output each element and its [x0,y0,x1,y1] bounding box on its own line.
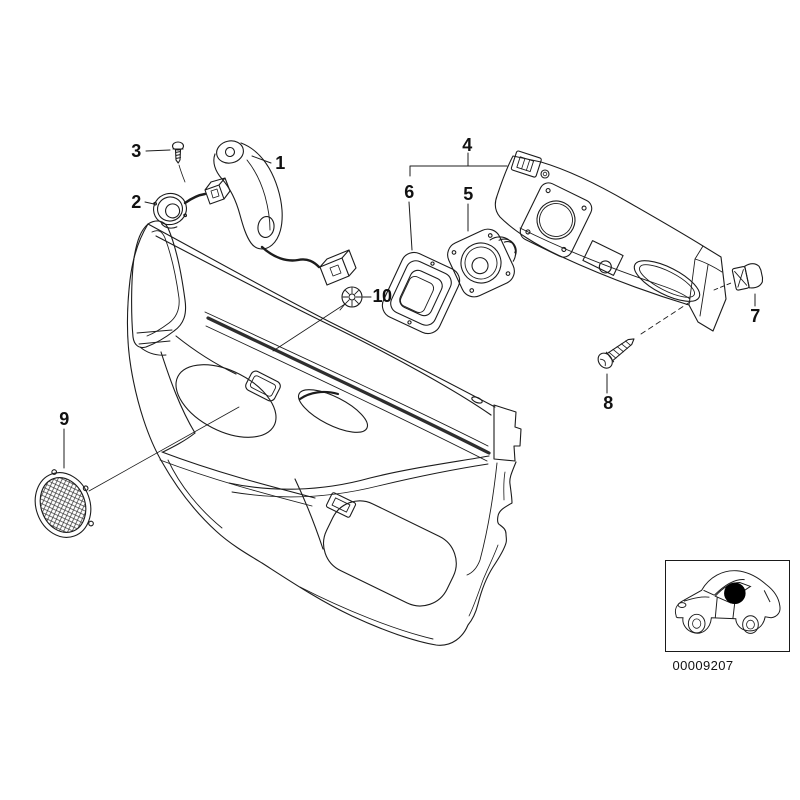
midrange-speaker-drawing [447,228,517,298]
mirror-triangle-drawing [131,220,187,356]
callout-8[interactable]: 8 [603,393,613,413]
callout-3[interactable]: 3 [131,141,141,161]
speaker-housing-drawing [494,150,727,332]
gasket-frame-drawing [381,251,461,335]
expansion-clip-drawing [731,263,764,291]
callout-9[interactable]: 9 [59,409,69,429]
callout-6[interactable]: 6 [404,182,414,202]
callout-2[interactable]: 2 [131,192,141,212]
car-thumbnail-drawing [674,570,781,634]
bracket-1-drawing [213,140,283,250]
tweeter-speaker-drawing [153,192,187,229]
leader-lines [63,149,756,469]
callout-10[interactable]: 10 [372,286,392,306]
car-location-inset [665,560,790,652]
screw-8-drawing [597,338,635,369]
callout-7[interactable]: 7 [750,306,760,326]
diagram-code: 00009207 [672,658,734,673]
door-panel-drawing [126,223,522,646]
callout-1[interactable]: 1 [275,153,285,173]
clip-10-drawing [272,286,363,352]
callout-4[interactable]: 4 [462,135,472,155]
screw-3-drawing [171,141,186,183]
speaker-grille-drawing [34,406,240,538]
door-location-marker [724,582,746,605]
callout-5[interactable]: 5 [463,184,473,204]
wire-harness-drawing [183,177,357,286]
